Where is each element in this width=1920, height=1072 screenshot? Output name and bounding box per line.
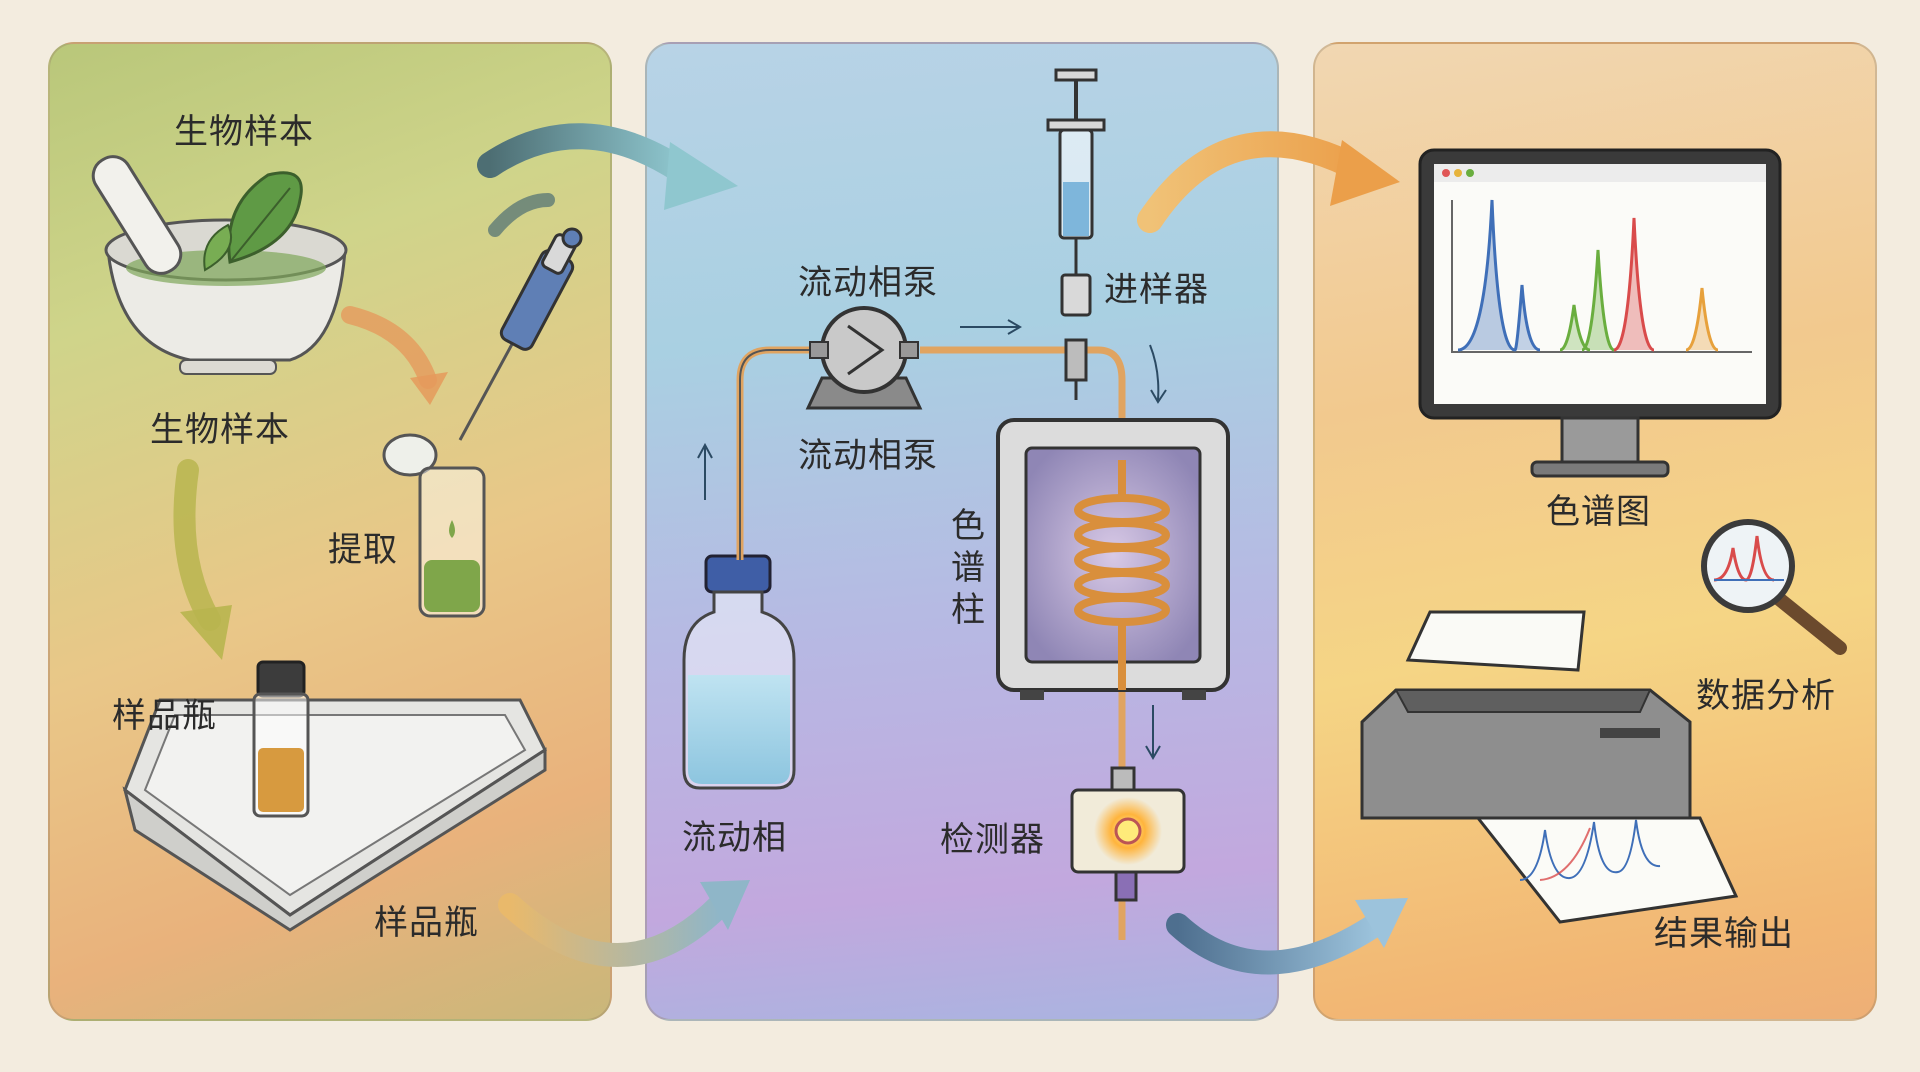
syringe-icon	[1046, 68, 1106, 400]
flow-direction-icon	[697, 319, 1167, 760]
extract-vial-icon	[382, 433, 486, 618]
label-pump-bottom: 流动相泵	[798, 436, 938, 476]
label-injector: 进样器	[1104, 270, 1209, 310]
sample-vial-icon	[252, 660, 310, 818]
label-pump-top: 流动相泵	[798, 263, 938, 303]
mortar-pestle-icon	[91, 155, 348, 375]
flow-arrow-icon	[477, 123, 738, 237]
flow-arrow-icon	[1166, 898, 1408, 975]
printer-icon	[1360, 610, 1739, 924]
pump-icon	[805, 306, 923, 410]
detector-icon	[1070, 766, 1186, 902]
label-vial-top: 样品瓶	[112, 696, 217, 736]
flow-arrow-icon	[498, 880, 750, 967]
chromatogram-plot	[1451, 199, 1752, 353]
column-oven-icon	[996, 418, 1230, 700]
magnifier-icon	[1701, 519, 1847, 655]
label-chromatogram: 色谱图	[1546, 492, 1651, 532]
flow-arrow-icon	[1137, 131, 1400, 233]
tray-icon	[122, 698, 547, 932]
label-column: 色谱柱	[951, 506, 985, 630]
label-mobile-phase: 流动相	[682, 818, 787, 858]
label-bio-sample-top: 生物样本	[174, 112, 314, 152]
label-result-output: 结果输出	[1654, 914, 1794, 954]
label-extract: 提取	[328, 530, 398, 570]
curved-arrow-icon	[341, 306, 448, 405]
pipette-icon	[458, 227, 583, 441]
label-detector: 检测器	[940, 820, 1045, 860]
mobile-phase-bottle-icon	[682, 554, 796, 790]
down-arrow-icon	[173, 459, 232, 660]
label-bio-sample-bottom: 生物样本	[150, 410, 290, 450]
label-vial-bottom: 样品瓶	[374, 903, 479, 943]
label-data-analysis: 数据分析	[1696, 676, 1836, 716]
